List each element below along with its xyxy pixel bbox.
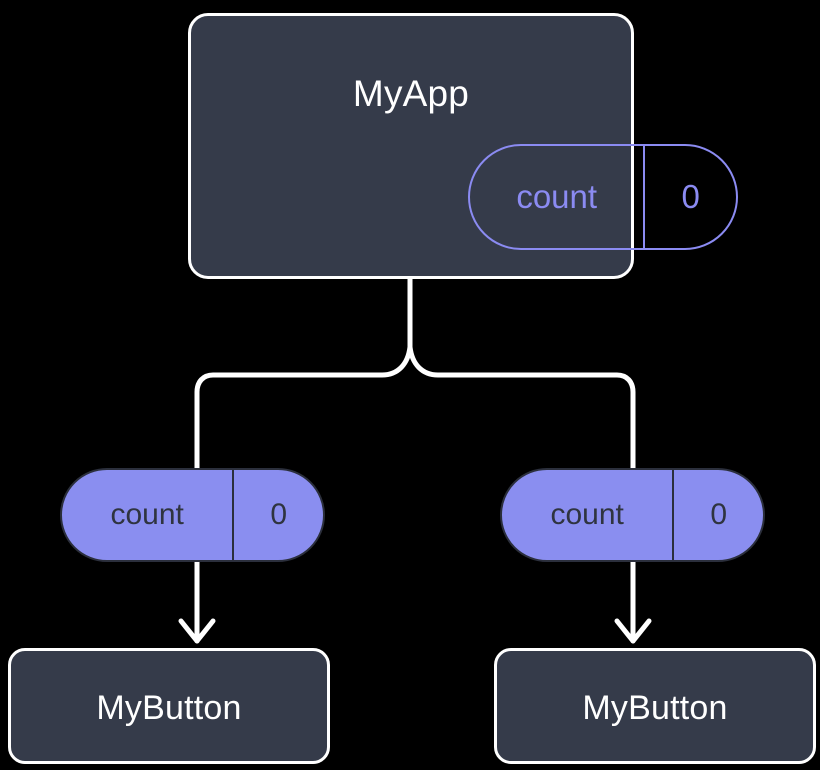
edge-fork-right xyxy=(407,344,636,471)
widget-node-mybutton-left[interactable]: MyButton xyxy=(8,648,330,764)
state-pill-myapp-count[interactable]: count 0 xyxy=(468,144,738,250)
state-key-label: count xyxy=(62,470,235,560)
arrowhead-left xyxy=(178,618,216,644)
state-value-label: 0 xyxy=(681,178,700,215)
widget-title-myapp: MyApp xyxy=(352,73,470,114)
edge-fork-left xyxy=(194,344,413,471)
state-pill-right-count[interactable]: count 0 xyxy=(500,468,765,562)
state-value-label: 0 xyxy=(710,498,728,531)
widget-title-mybutton: MyButton xyxy=(582,689,728,727)
state-key-label: count xyxy=(502,470,675,560)
state-pill-left-count[interactable]: count 0 xyxy=(60,468,325,562)
state-value-label: 0 xyxy=(270,498,288,531)
state-key-label: count xyxy=(470,146,646,248)
widget-node-mybutton-right[interactable]: MyButton xyxy=(494,648,816,764)
widget-node-myapp[interactable]: MyApp count 0 xyxy=(188,13,738,279)
widget-title-mybutton: MyButton xyxy=(96,689,242,727)
arrowhead-right xyxy=(614,618,652,644)
